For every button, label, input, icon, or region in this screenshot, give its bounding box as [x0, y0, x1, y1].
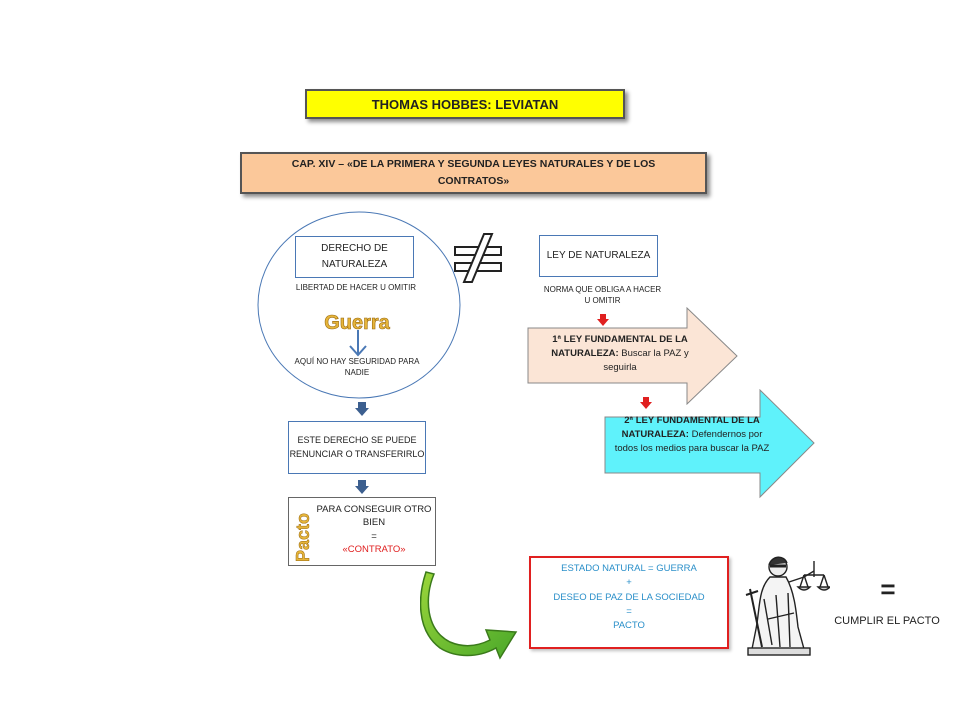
- pacto-box: Pacto PARA CONSEGUIR OTRO BIEN = «CONTRA…: [288, 497, 436, 566]
- ley1-arrow-shape: [527, 307, 738, 405]
- estado-line-3: DESEO DE PAZ DE LA SOCIEDAD: [553, 591, 705, 603]
- page-title: THOMAS HOBBES: LEVIATAN: [305, 89, 625, 119]
- pacto-wordart: Pacto: [293, 513, 314, 563]
- estado-box: ESTADO NATURAL = GUERRA + DESEO DE PAZ D…: [529, 556, 729, 649]
- guerra-wordart: Guerra: [324, 312, 391, 335]
- down-arrow-icon: [355, 402, 369, 416]
- ley1-bold: 1ª LEY FUNDAMENTAL DE LA NATURALEZA:: [551, 334, 688, 359]
- derecho-naturaleza-box: DERECHO DE NATURALEZA: [295, 236, 414, 278]
- ley2-text: 2ª LEY FUNDAMENTAL DE LA NATURALEZA: Def…: [612, 414, 772, 455]
- ley1-desc: Buscar la PAZ y seguirla: [603, 347, 689, 373]
- estado-line-4: =: [626, 605, 632, 617]
- pacto-text: PARA CONSEGUIR OTRO BIEN: [316, 504, 432, 529]
- ley2-desc: Defendernos por todos los medios para bu…: [614, 428, 770, 454]
- renunciar-box: ESTE DERECHO SE PUEDE RENUNCIAR O TRANSF…: [288, 421, 426, 474]
- down-arrow-icon: [597, 314, 609, 326]
- not-equal-icon: [454, 233, 502, 283]
- derecho-circle: [257, 211, 461, 399]
- equals-sign: =: [880, 574, 896, 604]
- justice-statue-icon: [745, 556, 830, 656]
- contrato-text: «CONTRATO»: [342, 543, 406, 555]
- chapter-heading: CAP. XIV – «DE LA PRIMERA Y SEGUNDA LEYE…: [240, 152, 707, 194]
- estado-line-5: PACTO: [613, 620, 645, 631]
- estado-line-2: +: [626, 577, 632, 589]
- down-arrow-icon: [640, 397, 652, 409]
- norma-text: NORMA QUE OBLIGA A HACER U OMITIR: [543, 285, 662, 305]
- cumplir-text: CUMPLIR EL PACTO: [834, 615, 940, 627]
- down-arrow-icon: [349, 330, 367, 357]
- pacto-equals: =: [371, 530, 377, 542]
- guerra-label: Guerra: [324, 312, 390, 334]
- pacto-label: Pacto: [293, 513, 313, 562]
- libertad-text: LIBERTAD DE HACER U OMITIR: [295, 283, 417, 292]
- down-arrow-icon: [355, 480, 369, 494]
- ley2-arrow-shape: [604, 389, 815, 499]
- ley1-text: 1ª LEY FUNDAMENTAL DE LA NATURALEZA: Bus…: [535, 333, 705, 374]
- estado-line-1: ESTADO NATURAL = GUERRA: [561, 563, 697, 574]
- seguridad-text: AQUÍ NO HAY SEGURIDAD PARA NADIE: [294, 357, 420, 377]
- ley2-bold: 2ª LEY FUNDAMENTAL DE LA NATURALEZA:: [621, 415, 760, 440]
- curved-arrow-icon: [420, 571, 518, 660]
- ley-naturaleza-box: LEY DE NATURALEZA: [539, 235, 658, 277]
